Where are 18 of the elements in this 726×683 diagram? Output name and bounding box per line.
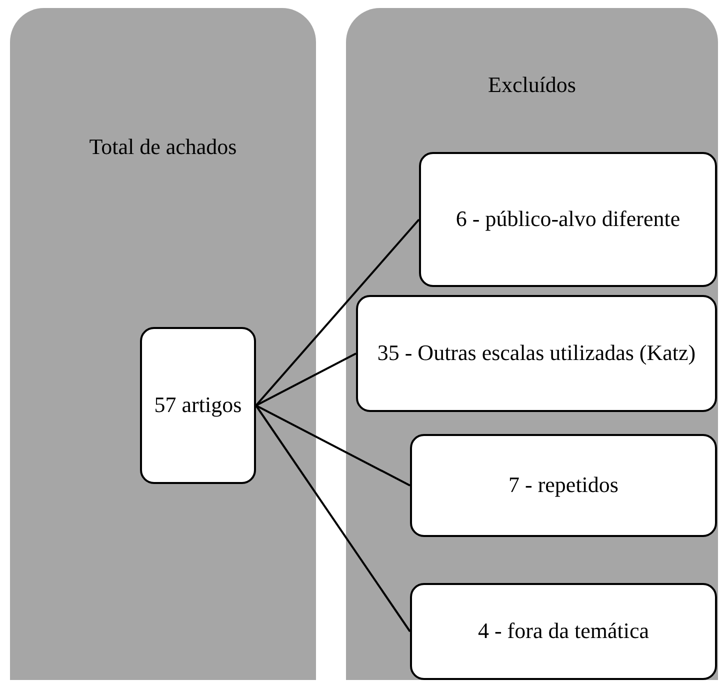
box-label: 4 - fora da temática <box>478 618 649 645</box>
box-label: 7 - repetidos <box>508 472 618 499</box>
process-box <box>410 583 717 680</box>
panel-heading: Total de achados <box>88 134 238 160</box>
process-box <box>356 295 717 412</box>
connector-line <box>255 218 420 406</box>
connector-line <box>255 404 411 632</box>
process-box <box>419 152 717 287</box>
panel-heading: Excluídos <box>487 72 577 98</box>
column-panel <box>346 8 718 680</box>
box-label: 57 artigos <box>154 392 242 419</box>
process-box <box>410 434 717 537</box>
connector-line <box>256 404 410 486</box>
connector-line <box>256 352 356 406</box>
process-box <box>140 327 256 484</box>
box-label: 6 - público-alvo diferente <box>456 206 680 233</box>
box-label: 35 - Outras escalas utilizadas (Katz) <box>377 340 696 367</box>
column-panel <box>10 8 316 680</box>
